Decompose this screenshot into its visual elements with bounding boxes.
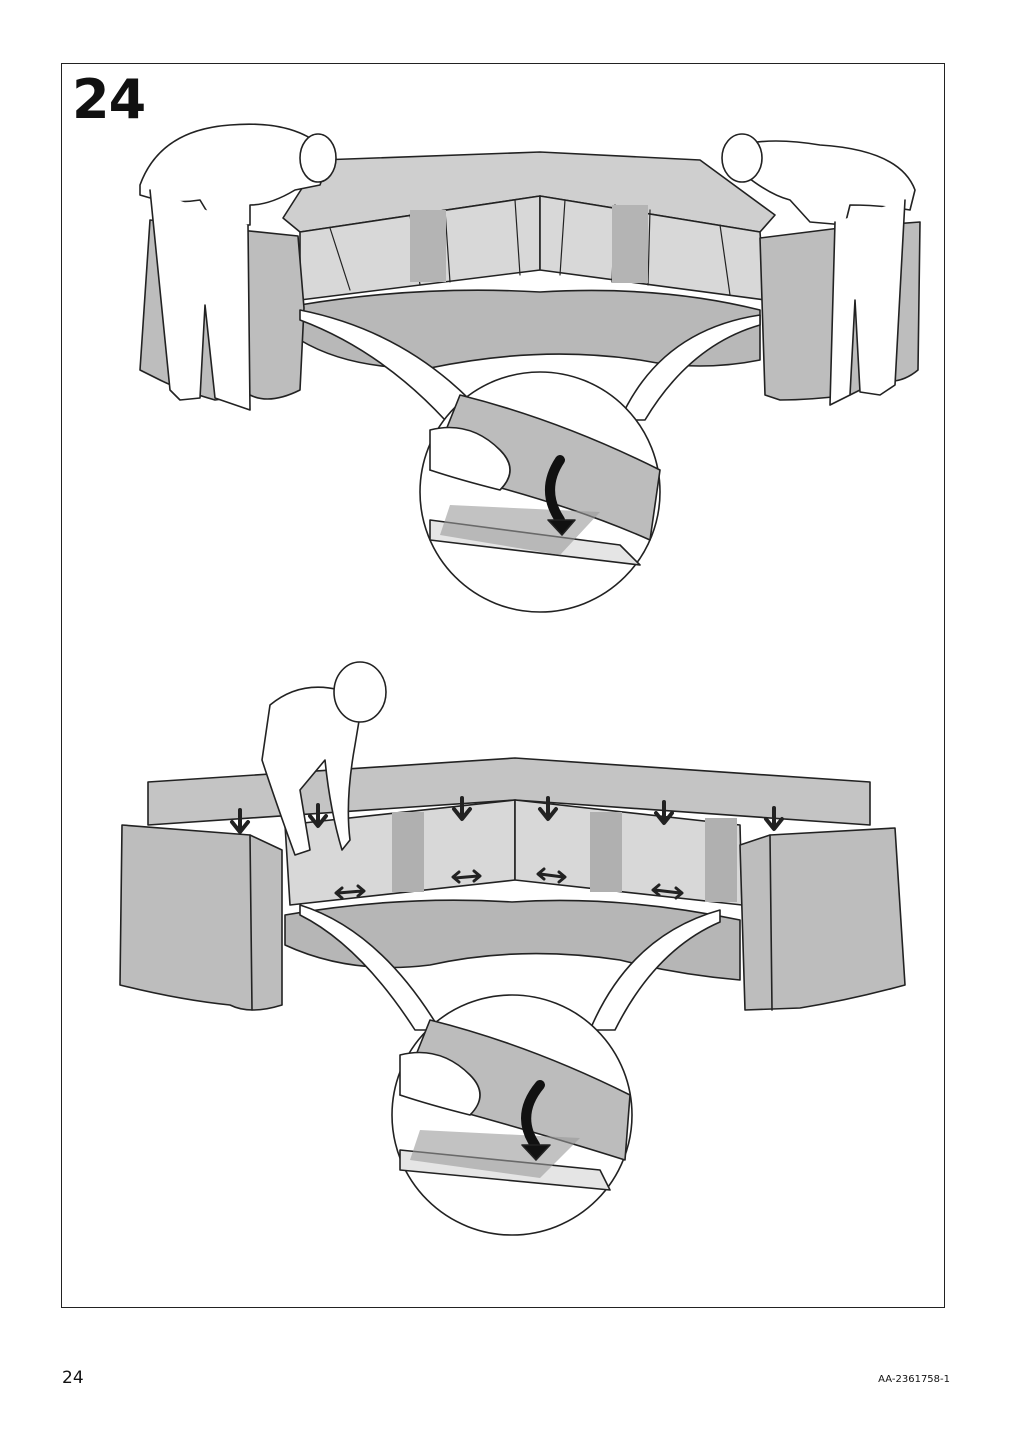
- page-number: 24: [62, 1368, 84, 1388]
- step-frame: [61, 63, 945, 1308]
- document-code: AA-2361758-1: [878, 1374, 950, 1385]
- step-number: 24: [72, 68, 146, 131]
